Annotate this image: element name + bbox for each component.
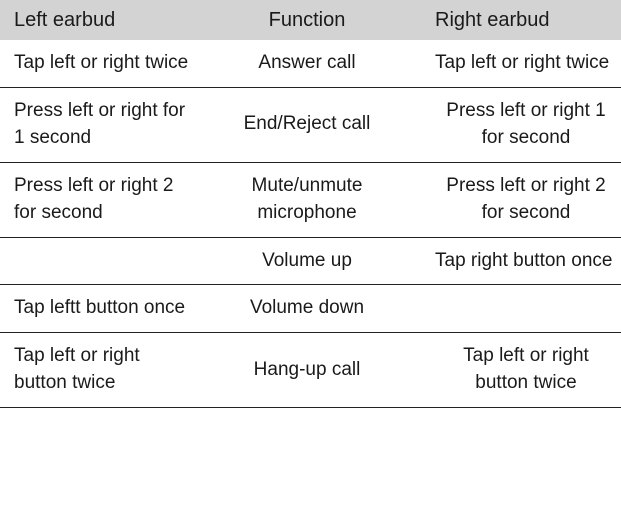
table-body: Tap left or right twice Answer call Tap … — [0, 40, 621, 408]
cell-function: End/Reject call — [243, 113, 371, 135]
cell-function: Answer call — [258, 52, 356, 73]
table-row: Press left or right for 1 second End/Rej… — [0, 87, 621, 163]
cell-left-earbud — [0, 237, 204, 285]
table-row: Tap left or right twice Answer call Tap … — [0, 40, 621, 88]
cell-right-earbud — [410, 285, 621, 333]
earbud-controls-table: Left earbud Function Right earbud Tap le… — [0, 0, 621, 408]
cell-left-earbud: Tap leftt button once — [14, 297, 186, 319]
table-row: Tap left or right button twice Hang-up c… — [0, 332, 621, 408]
cell-right-earbud-text: Tap right button once — [435, 249, 613, 271]
cell-left-earbud: Tap left or right twice — [14, 52, 189, 73]
cell-right-earbud-text: Tap left or right twice — [435, 52, 610, 73]
table-row: Press left or right 2 for second Mute/un… — [0, 162, 621, 238]
table-row: Volume up Tap right button once — [0, 237, 621, 285]
column-header-function: Function — [268, 8, 346, 31]
cell-right-earbud: Tap right button once — [410, 237, 621, 285]
table-header: Left earbud Function Right earbud — [0, 0, 621, 40]
cell-left-earbud: Press left or right 2 for second — [14, 174, 174, 224]
cell-right-earbud-text: Press left or right 2 for second — [446, 174, 606, 224]
cell-left-earbud: Tap left or right button twice — [14, 344, 140, 394]
cell-function: Mute/unmute microphone — [251, 174, 363, 224]
cell-left-earbud: Press left or right for 1 second — [14, 99, 186, 149]
cell-right-earbud-text: Tap left or right button twice — [463, 344, 589, 394]
table-row: Tap leftt button once Volume down — [0, 284, 621, 333]
cell-right-earbud: Press left or right 1 for second — [410, 87, 621, 162]
cell-right-earbud-text: Press left or right 1 for second — [446, 99, 606, 149]
column-header-right-earbud: Right earbud — [435, 8, 550, 31]
cell-function: Volume down — [249, 297, 365, 319]
header-row: Left earbud Function Right earbud — [0, 0, 621, 40]
cell-right-earbud: Tap left or right button twice — [410, 332, 621, 407]
cell-right-earbud: Press left or right 2 for second — [410, 162, 621, 237]
cell-function: Volume up — [262, 249, 352, 271]
cell-right-earbud: Tap left or right twice — [410, 40, 621, 87]
column-header-left-earbud: Left earbud — [14, 8, 116, 31]
cell-function: Hang-up call — [253, 358, 361, 380]
